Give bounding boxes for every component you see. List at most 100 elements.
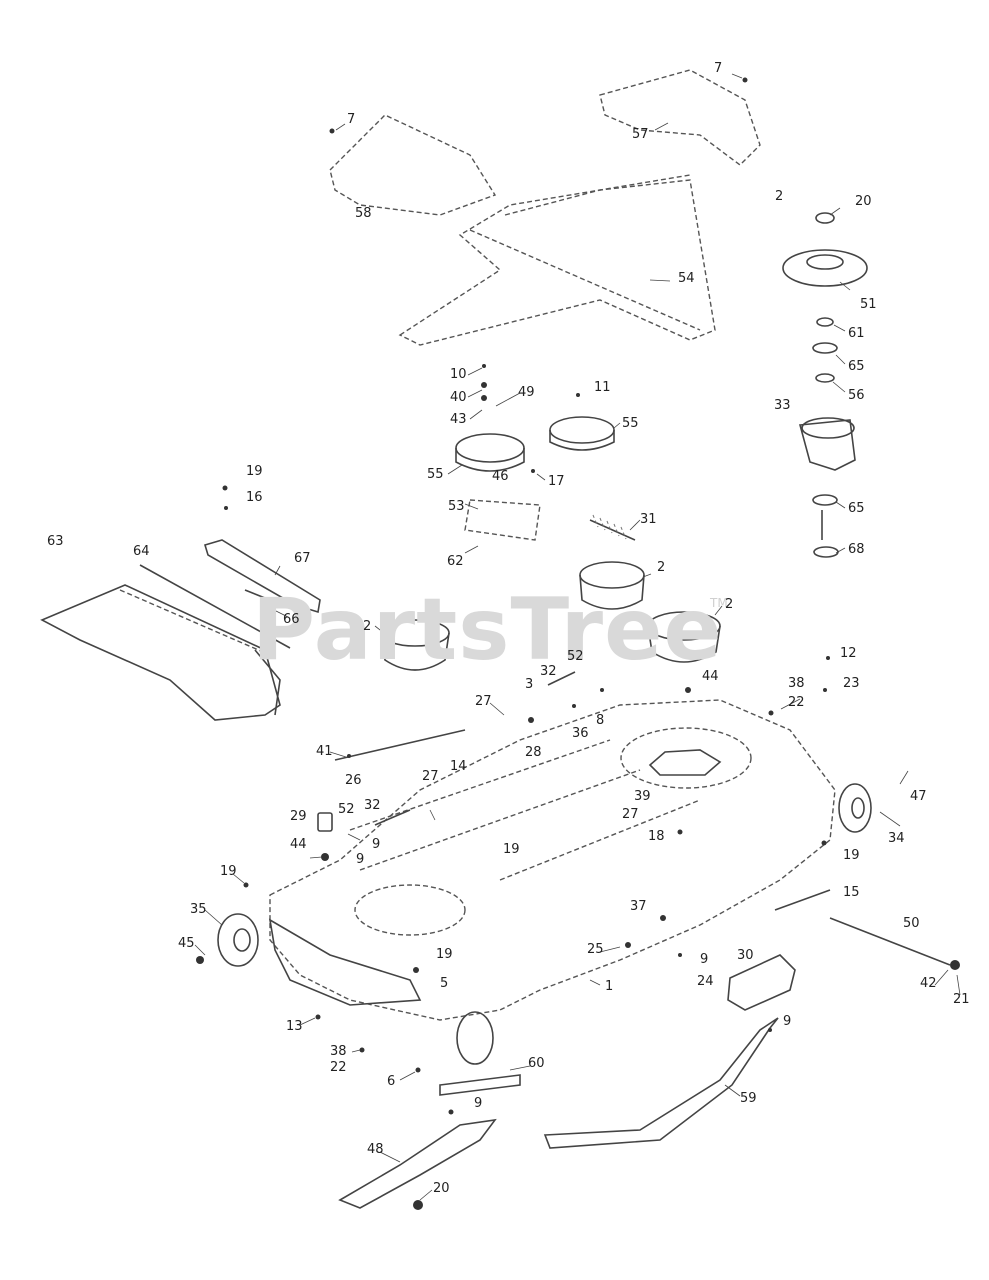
- callout-22[interactable]: 22: [330, 1060, 347, 1075]
- callout-38[interactable]: 38: [330, 1044, 347, 1059]
- callout-29[interactable]: 29: [290, 809, 307, 824]
- callout-19[interactable]: 19: [843, 848, 860, 863]
- callout-54[interactable]: 54: [678, 271, 695, 286]
- callout-3[interactable]: 3: [525, 677, 534, 692]
- callout-55[interactable]: 55: [622, 416, 639, 431]
- callout-19[interactable]: 19: [436, 947, 453, 962]
- callout-38[interactable]: 38: [788, 676, 805, 691]
- callout-19[interactable]: 19: [503, 842, 520, 857]
- callout-50[interactable]: 50: [903, 916, 920, 931]
- callout-9[interactable]: 9: [700, 952, 709, 967]
- callout-12[interactable]: 12: [840, 646, 857, 661]
- spring-32-lower: [374, 809, 411, 826]
- callout-67[interactable]: 67: [294, 551, 311, 566]
- callout-35[interactable]: 35: [190, 902, 207, 917]
- callout-55[interactable]: 55: [427, 467, 444, 482]
- callout-5[interactable]: 5: [440, 976, 449, 991]
- callout-42[interactable]: 42: [920, 976, 937, 991]
- callout-19[interactable]: 19: [220, 864, 237, 879]
- callout-49[interactable]: 49: [518, 385, 535, 400]
- callout-30[interactable]: 30: [737, 948, 754, 963]
- callout-27[interactable]: 27: [422, 769, 439, 784]
- callout-61[interactable]: 61: [848, 326, 865, 341]
- callout-17[interactable]: 17: [548, 474, 565, 489]
- callout-40[interactable]: 40: [450, 390, 467, 405]
- callout-20[interactable]: 20: [433, 1181, 450, 1196]
- callout-44[interactable]: 44: [290, 837, 307, 852]
- hanger-48: [338, 1118, 497, 1209]
- callout-68[interactable]: 68: [848, 542, 865, 557]
- callout-13[interactable]: 13: [286, 1019, 303, 1034]
- callout-59[interactable]: 59: [740, 1091, 757, 1106]
- callout-2[interactable]: 2: [363, 619, 372, 634]
- callout-66[interactable]: 66: [283, 612, 300, 627]
- callout-53[interactable]: 53: [448, 499, 465, 514]
- callout-27[interactable]: 27: [475, 694, 492, 709]
- callout-36[interactable]: 36: [572, 726, 589, 741]
- callout-14[interactable]: 14: [450, 759, 467, 774]
- callout-6[interactable]: 6: [387, 1074, 396, 1089]
- callout-10[interactable]: 10: [450, 367, 467, 382]
- spacer-56: [815, 373, 835, 383]
- callout-65[interactable]: 65: [848, 359, 865, 374]
- callout-46[interactable]: 46: [492, 469, 509, 484]
- callout-52[interactable]: 52: [567, 649, 584, 664]
- idler-pulley-55-right: [549, 416, 615, 444]
- callout-9[interactable]: 9: [356, 852, 365, 867]
- callout-2[interactable]: 2: [657, 560, 666, 575]
- callout-32[interactable]: 32: [364, 798, 381, 813]
- callout-56[interactable]: 56: [848, 388, 865, 403]
- callout-47[interactable]: 47: [910, 789, 927, 804]
- rod-15: [774, 889, 831, 911]
- callout-22[interactable]: 22: [788, 695, 805, 710]
- callout-48[interactable]: 48: [367, 1142, 384, 1157]
- callout-39[interactable]: 39: [634, 789, 651, 804]
- callout-62[interactable]: 62: [447, 554, 464, 569]
- callout-58[interactable]: 58: [355, 206, 372, 221]
- callout-32[interactable]: 32: [540, 664, 557, 679]
- idler-pulley-55-left: [455, 433, 525, 463]
- callout-45[interactable]: 45: [178, 936, 195, 951]
- callout-63[interactable]: 63: [47, 534, 64, 549]
- callout-7[interactable]: 7: [714, 61, 723, 76]
- gauge-wheel-60: [456, 1011, 494, 1065]
- callout-7[interactable]: 7: [347, 112, 356, 127]
- callout-9[interactable]: 9: [474, 1096, 483, 1111]
- callout-25[interactable]: 25: [587, 942, 604, 957]
- hardware-dots: [196, 77, 960, 1210]
- pulley-51: [782, 249, 868, 287]
- callout-16[interactable]: 16: [246, 490, 263, 505]
- callout-60[interactable]: 60: [528, 1056, 545, 1071]
- callout-43[interactable]: 43: [450, 412, 467, 427]
- callout-2[interactable]: 2: [775, 189, 784, 204]
- callout-24[interactable]: 24: [697, 974, 714, 989]
- callout-64[interactable]: 64: [133, 544, 150, 559]
- callout-19[interactable]: 19: [246, 464, 263, 479]
- callout-33[interactable]: 33: [774, 398, 791, 413]
- callout-28[interactable]: 28: [525, 745, 542, 760]
- callout-11[interactable]: 11: [594, 380, 611, 395]
- callout-44[interactable]: 44: [702, 669, 719, 684]
- callout-23[interactable]: 23: [843, 676, 860, 691]
- callout-21[interactable]: 21: [953, 992, 970, 1007]
- callout-18[interactable]: 18: [648, 829, 665, 844]
- deck-spindle-opening-right: [620, 727, 752, 789]
- callout-20[interactable]: 20: [855, 194, 872, 209]
- callout-9[interactable]: 9: [783, 1014, 792, 1029]
- callout-34[interactable]: 34: [888, 831, 905, 846]
- bracket-67: [204, 539, 321, 614]
- callout-52[interactable]: 52: [338, 802, 355, 817]
- callout-65[interactable]: 65: [848, 501, 865, 516]
- callout-41[interactable]: 41: [316, 744, 333, 759]
- callout-27[interactable]: 27: [622, 807, 639, 822]
- callout-26[interactable]: 26: [345, 773, 362, 788]
- callout-2[interactable]: 2: [725, 597, 734, 612]
- callout-57[interactable]: 57: [632, 127, 649, 142]
- callout-51[interactable]: 51: [860, 297, 877, 312]
- callout-8[interactable]: 8: [596, 713, 605, 728]
- callout-15[interactable]: 15: [843, 885, 860, 900]
- callout-31[interactable]: 31: [640, 512, 657, 527]
- callout-1[interactable]: 1: [605, 979, 614, 994]
- callout-9[interactable]: 9: [372, 837, 381, 852]
- callout-37[interactable]: 37: [630, 899, 647, 914]
